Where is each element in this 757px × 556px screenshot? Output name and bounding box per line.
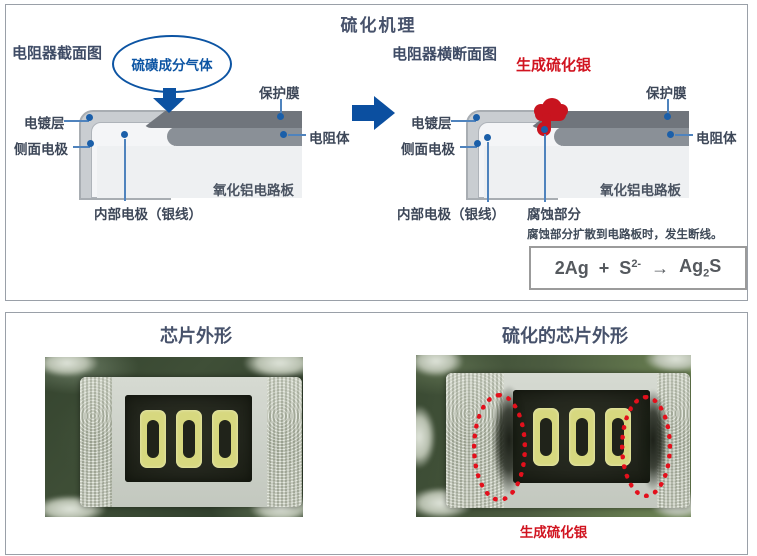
sulfur-gas-bubble: 硫磺成分气体 xyxy=(112,35,232,93)
callout-dot xyxy=(280,131,287,138)
sulfide-photo-caption: 生成硫化银 xyxy=(519,525,588,540)
chemical-formula-box: 2Ag + S2- → Ag2S xyxy=(529,246,747,290)
solder-pad xyxy=(243,357,303,379)
down-arrow-icon xyxy=(153,98,185,113)
formula-sulfur: S2- xyxy=(619,257,642,278)
sulfide-generated-label: 生成硫化银 xyxy=(516,57,592,74)
right-photo-title: 硫化的芯片外形 xyxy=(502,326,628,346)
label-side-electrode: 侧面电极 xyxy=(14,142,68,157)
callout-line xyxy=(667,99,669,115)
callout-line xyxy=(73,146,90,148)
callout-line xyxy=(288,134,306,136)
solder-pad xyxy=(644,355,691,373)
label-board: 氧化铝电路板 xyxy=(213,183,294,198)
callout-line xyxy=(675,134,693,136)
label-plating: 电镀层 xyxy=(411,116,452,131)
left-alumina-board-shape xyxy=(97,146,302,198)
formula-plus: + xyxy=(598,257,610,278)
right-diagram-title: 电阻器横断面图 xyxy=(392,46,498,63)
label-inner-electrode: 内部电极（银线） xyxy=(397,207,505,222)
callout-line xyxy=(124,139,126,201)
left-protective-film-shape xyxy=(143,111,302,128)
callout-dot xyxy=(473,114,480,121)
chip-photo-sulfurized xyxy=(416,355,691,517)
callout-dot xyxy=(667,131,674,138)
callout-line xyxy=(487,142,489,202)
right-arrow-icon xyxy=(374,96,395,130)
formula-product: Ag2S xyxy=(679,256,722,280)
solder-pad xyxy=(45,357,99,377)
chip-digit-zero xyxy=(211,409,238,468)
callout-dot xyxy=(277,113,284,120)
down-arrow-icon xyxy=(163,88,176,99)
chip-end-cap xyxy=(267,377,302,507)
chip-digit-hole xyxy=(218,419,231,458)
sulfide-highlight-ellipse xyxy=(620,395,672,498)
right-resistor-body-shape xyxy=(554,127,689,146)
chip-body xyxy=(80,377,302,507)
callout-dot xyxy=(541,126,548,133)
callout-line xyxy=(451,120,476,122)
solder-pad xyxy=(416,355,464,377)
label-plating: 电镀层 xyxy=(24,116,65,131)
chip-marking-area xyxy=(125,395,252,482)
label-resistor-body: 电阻体 xyxy=(309,131,350,146)
callout-dot xyxy=(474,140,481,147)
right-alumina-board-shape xyxy=(484,146,689,198)
chip-digit-zero xyxy=(139,409,166,468)
left-photo-title: 芯片外形 xyxy=(160,326,232,346)
chip-digit-hole xyxy=(575,417,588,456)
right-arrow-icon xyxy=(352,105,374,121)
label-protective-film: 保护膜 xyxy=(259,86,300,101)
left-resistor-body-shape xyxy=(167,127,302,146)
callout-line xyxy=(460,146,477,148)
silver-sulfide-blob xyxy=(528,98,576,142)
left-diagram-title: 电阻器截面图 xyxy=(12,45,103,62)
right-protective-film-shape xyxy=(530,111,689,128)
chip-digit-hole xyxy=(146,419,159,458)
callout-line xyxy=(544,134,546,202)
chip-digit-hole xyxy=(182,419,195,458)
label-board: 氧化铝电路板 xyxy=(600,183,681,198)
chip-digit-hole xyxy=(539,417,552,456)
callout-dot xyxy=(121,131,128,138)
label-side-electrode: 侧面电极 xyxy=(401,142,455,157)
label-inner-electrode: 内部电极（银线） xyxy=(94,207,202,222)
chip-digit-zero xyxy=(532,407,559,466)
label-protective-film: 保护膜 xyxy=(646,86,687,101)
callout-dot xyxy=(86,114,93,121)
sulfide-highlight-ellipse xyxy=(472,393,527,502)
chip-end-cap xyxy=(80,377,112,507)
chip-photo-normal xyxy=(45,357,303,517)
formula-arrow: → xyxy=(651,257,670,278)
callout-line xyxy=(280,99,282,115)
chip-digit-zero xyxy=(175,409,202,468)
chip-digit-zero xyxy=(568,407,595,466)
page-title: 硫化机理 xyxy=(340,16,417,35)
sulfur-gas-label: 硫磺成分气体 xyxy=(131,58,213,73)
label-resistor-body: 电阻体 xyxy=(696,131,737,146)
solder-pad xyxy=(416,405,436,469)
callout-dot xyxy=(664,113,671,120)
formula-reactant: 2Ag xyxy=(554,257,589,278)
callout-dot xyxy=(484,134,491,141)
callout-dot xyxy=(87,140,94,147)
corrosion-caption: 腐蚀部分扩散到电路板时，发生断线。 xyxy=(527,229,723,241)
label-corroded-part: 腐蚀部分 xyxy=(527,207,581,222)
callout-line xyxy=(64,120,89,122)
